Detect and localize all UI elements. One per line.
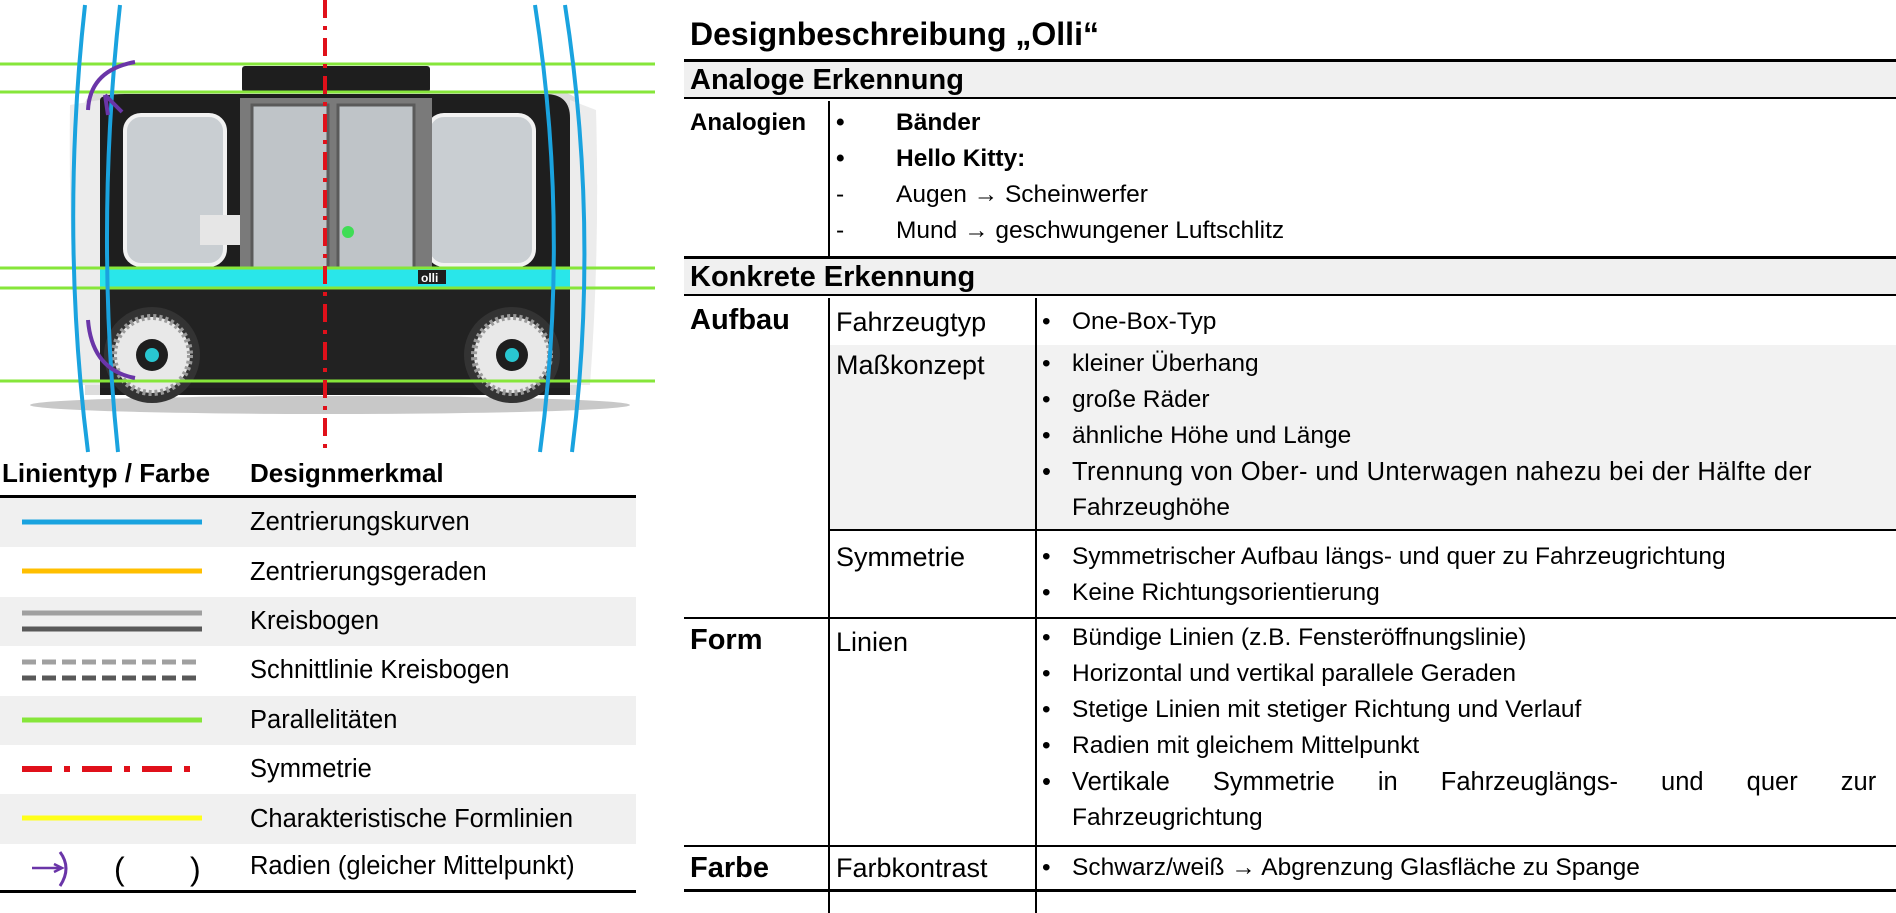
divider xyxy=(828,529,1896,531)
sub-farbkontrast: Farbkontrast xyxy=(836,853,988,883)
center-status-light xyxy=(342,226,354,238)
divider xyxy=(828,298,830,913)
feature-item: •Symmetrischer Aufbau längs- und quer zu… xyxy=(1042,543,1726,570)
legend-label: Zentrierungsgeraden xyxy=(250,557,487,586)
legend-swatch-radii: ( ) xyxy=(0,844,250,890)
divider xyxy=(828,101,830,256)
feature-item: •Horizontal und vertikal parallele Gerad… xyxy=(1042,660,1516,687)
legend-label: Symmetrie xyxy=(250,755,372,784)
feature-item: •Trennung von Ober- und Unterwagen nahez… xyxy=(1042,458,1812,486)
feature-item: •Stetige Linien mit stetiger Richtung un… xyxy=(1042,696,1582,723)
legend-row: Charakteristische Formlinien xyxy=(0,794,636,844)
legend-row: Kreisbogen xyxy=(0,596,636,647)
feature-item: •ähnliche Höhe und Länge xyxy=(1042,422,1352,449)
divider xyxy=(684,845,1896,847)
legend-swatch-centering-curves xyxy=(0,498,250,547)
page-title: Designbeschreibung „Olli“ xyxy=(690,16,1099,52)
legend-swatch-parallels xyxy=(0,696,250,745)
radius-open-glyph: ( xyxy=(114,851,125,887)
feature-item: •Bündige Linien (z.B. Fensteröffnungslin… xyxy=(1042,624,1527,651)
legend-swatch-centering-lines xyxy=(0,547,250,596)
analog-item: -Augen → Scheinwerfer xyxy=(836,181,1148,208)
front-wheel xyxy=(104,307,200,403)
legend-swatch-arc-intersection xyxy=(0,646,250,695)
legend-row: Zentrierungskurven xyxy=(0,498,636,548)
section-concrete-recognition: Konkrete Erkennung xyxy=(684,256,1896,296)
legend-swatch-form-lines xyxy=(0,794,250,843)
legend-label: Radien (gleicher Mittelpunkt) xyxy=(250,852,575,881)
olli-badge-text: olli xyxy=(421,271,438,285)
radius-close-glyph: ) xyxy=(190,851,201,887)
divider xyxy=(684,617,1896,619)
sub-symmetrie: Symmetrie xyxy=(836,542,966,572)
vehicle-shadow xyxy=(30,396,630,414)
olli-vehicle-drawing: olli xyxy=(0,0,655,453)
legend-row: ( ) Radien (gleicher Mittelpunkt) xyxy=(0,844,636,894)
feature-item-continuation: Fahrzeugrichtung xyxy=(1072,804,1263,831)
feature-item-continuation: Fahrzeughöhe xyxy=(1072,494,1231,521)
analog-item: -Mund → geschwungener Luftschlitz xyxy=(836,217,1285,244)
row-shade xyxy=(830,345,1896,529)
feature-item: •große Räder xyxy=(1042,386,1210,413)
sub-fahrzeugtyp: Fahrzeugtyp xyxy=(836,307,987,337)
legend-row: Zentrierungsgeraden xyxy=(0,547,636,596)
feature-item: •Keine Richtungsorientierung xyxy=(1042,579,1380,606)
radius-arcs xyxy=(86,60,136,380)
section-analog-recognition: Analoge Erkennung xyxy=(684,59,1896,99)
sub-linien: Linien xyxy=(836,627,909,657)
legend-label: Parallelitäten xyxy=(250,705,398,734)
vehicle-design-illustration: olli xyxy=(0,0,655,455)
category-aufbau: Aufbau xyxy=(690,304,790,336)
legend-row: Parallelitäten xyxy=(0,695,636,745)
category-form: Form xyxy=(690,624,763,656)
feature-item: •Vertikale Symmetrie in Fahrzeuglängs- u… xyxy=(1042,768,1877,796)
feature-item: •Radien mit gleichem Mittelpunkt xyxy=(1042,732,1420,759)
legend-row: Schnittlinie Kreisbogen xyxy=(0,646,636,695)
legend-swatch-symmetry xyxy=(0,745,250,794)
roof-unit xyxy=(242,66,430,92)
analogies-label: Analogien xyxy=(690,109,807,136)
legend-label: Zentrierungskurven xyxy=(250,508,470,537)
badge-bg xyxy=(418,270,446,284)
legend-label: Charakteristische Formlinien xyxy=(250,804,574,833)
right-window xyxy=(426,113,536,267)
feature-item: •Schwarz/weiß → Abgrenzung Glasfläche zu… xyxy=(1042,854,1640,881)
analog-item: •Hello Kitty: xyxy=(836,145,1026,172)
sub-masskonzept: Maßkonzept xyxy=(836,350,985,380)
interior-detail xyxy=(200,215,240,245)
feature-item: •One-Box-Typ xyxy=(1042,308,1217,335)
divider xyxy=(1035,298,1037,913)
feature-item: •kleiner Überhang xyxy=(1042,350,1259,377)
legend-label: Kreisbogen xyxy=(250,606,380,635)
design-description: Designbeschreibung „Olli“ Analoge Erkenn… xyxy=(684,0,1896,913)
legend-header-feature: Designmerkmal xyxy=(250,458,444,488)
legend-row: Symmetrie xyxy=(0,745,636,794)
accent-stripe xyxy=(100,268,570,288)
category-farbe: Farbe xyxy=(690,852,769,884)
legend-swatch-circular-arc xyxy=(0,597,250,646)
analog-item: •Bänder xyxy=(836,109,981,136)
legend-label: Schnittlinie Kreisbogen xyxy=(250,656,510,685)
legend-header-linetype: Linientyp / Farbe xyxy=(2,458,211,488)
table-bottom-rule xyxy=(684,889,1896,892)
legend-header: Linientyp / Farbe Designmerkmal xyxy=(0,452,636,498)
line-legend: Linientyp / Farbe Designmerkmal Zentrier… xyxy=(0,452,636,894)
